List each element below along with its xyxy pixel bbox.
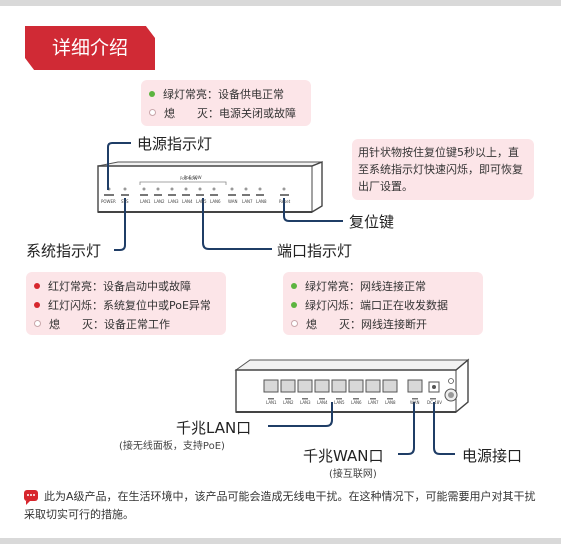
system-led-note-row: 红灯闪烁：系统复位中或PoE异常	[26, 295, 226, 314]
front-port-text: LAN8	[256, 199, 267, 204]
rear-port-text: LAN8	[385, 400, 396, 405]
chat-bubble-icon	[24, 490, 38, 505]
power-port-label: 电源接口	[462, 447, 523, 465]
red-dot-icon	[34, 301, 40, 308]
note-text: 红灯闪烁：系统复位中或PoE异常	[48, 298, 211, 312]
leader-lines-rear	[268, 402, 455, 455]
front-port-text: LAN4	[182, 199, 193, 204]
front-reset-text: Reset	[279, 199, 291, 204]
section-title-text: 详细介绍	[51, 37, 128, 59]
power-indicator-label: 电源指示灯	[137, 135, 213, 153]
rear-wan-text: WAN	[410, 400, 420, 405]
rear-port-text: LAN7	[368, 400, 379, 405]
port-led-note-row: 绿灯常亮：网线连接正常	[283, 276, 483, 295]
power-led-note-row: 绿灯常亮：设备供电正常	[141, 84, 311, 103]
system-led-note-row: 红灯常亮：设备启动中或故障	[26, 276, 226, 295]
front-port-text: LAN6	[210, 199, 221, 204]
port-led-note-row: 绿灯闪烁：端口正在收发数据	[283, 295, 483, 314]
rear-port-text: LAN6	[351, 400, 362, 405]
class-a-notice: 此为A级产品，在生活环境中，该产品可能会造成无线电干扰。在这种情况下，可能需要用…	[24, 488, 544, 524]
power-led-note-row: 熄 灭：电源关闭或故障	[141, 103, 311, 122]
rear-dc-text: DC 48V	[427, 400, 442, 405]
green-dot-icon	[291, 301, 297, 308]
front-port-text: LAN3	[168, 199, 179, 204]
bottom-divider	[0, 538, 561, 544]
front-port-text: LAN1	[140, 199, 151, 204]
system-indicator-label: 系统指示灯	[26, 242, 102, 260]
rear-port-text: LAN3	[300, 400, 311, 405]
gigabit-lan-label: 千兆LAN口	[176, 419, 252, 437]
port-led-note: 绿灯常亮：网线连接正常 绿灯闪烁：端口正在收发数据 熄 灭：网线连接断开	[283, 272, 483, 335]
note-text: 绿灯常亮：网线连接正常	[305, 279, 426, 293]
power-led-note: 绿灯常亮：设备供电正常 熄 灭：电源关闭或故障	[141, 80, 311, 126]
rear-port-text: LAN2	[283, 400, 294, 405]
reset-note: 用针状物按住复位键5秒以上，直至系统指示灯快速闪烁，即可恢复出厂设置。	[352, 139, 534, 200]
green-dot-icon	[291, 282, 297, 289]
front-sys-text: SYS	[121, 199, 129, 204]
front-port-text: WAN	[228, 199, 238, 204]
rear-port-text: LAN5	[334, 400, 345, 405]
gigabit-lan-sublabel: (接无线面板，支持PoE)	[119, 441, 225, 452]
front-port-text: LAN5	[196, 199, 207, 204]
note-text: 红灯常亮：设备启动中或故障	[48, 279, 191, 293]
rear-port-text: LAN1	[266, 400, 277, 405]
rear-port-text: LAN4	[317, 400, 328, 405]
front-poe-text: PoE 60W	[184, 175, 202, 180]
gigabit-wan-label: 千兆WAN口	[303, 447, 384, 465]
title-tab-shape	[25, 26, 155, 70]
red-dot-icon	[34, 282, 40, 289]
router-rear-view	[234, 358, 470, 413]
front-port-text: LAN7	[242, 199, 253, 204]
front-port-text: LAN2	[154, 199, 165, 204]
class-a-notice-text: 此为A级产品，在生活环境中，该产品可能会造成无线电干扰。在这种情况下，可能需要用…	[24, 490, 536, 521]
reset-button-label: 复位键	[349, 213, 395, 231]
note-text: 绿灯常亮：设备供电正常	[163, 87, 284, 101]
port-indicator-label: 端口指示灯	[277, 242, 353, 260]
system-led-note: 红灯常亮：设备启动中或故障 红灯闪烁：系统复位中或PoE异常 熄 灭：设备正常工…	[26, 272, 226, 335]
off-dot-icon	[34, 320, 41, 327]
green-dot-icon	[149, 90, 155, 97]
top-divider	[0, 0, 561, 6]
note-text: 绿灯闪烁：端口正在收发数据	[305, 298, 448, 312]
note-text: 熄 灭：网线连接断开	[306, 317, 427, 331]
section-title: 详细介绍	[25, 26, 155, 70]
port-led-note-row: 熄 灭：网线连接断开	[283, 314, 483, 333]
front-power-text: POWER	[101, 199, 116, 204]
system-led-note-row: 熄 灭：设备正常工作	[26, 314, 226, 333]
note-text: 熄 灭：电源关闭或故障	[164, 106, 296, 120]
note-text: 熄 灭：设备正常工作	[49, 317, 170, 331]
svg-text:PoE 60W: PoE 60W	[180, 176, 198, 181]
leader-lines-front	[107, 142, 343, 251]
router-front-view: PoE 60W	[97, 160, 323, 213]
off-dot-icon	[149, 109, 156, 116]
gigabit-wan-sublabel: (接互联网)	[329, 469, 377, 480]
off-dot-icon	[291, 320, 298, 327]
